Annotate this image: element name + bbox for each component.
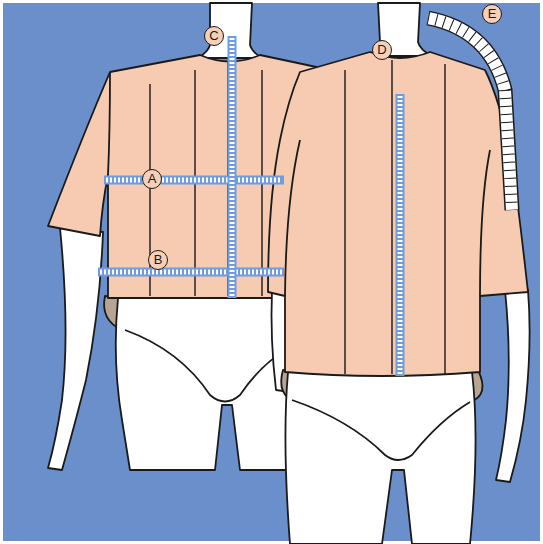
measuring-tapes bbox=[98, 18, 512, 376]
right-mannequin bbox=[268, 3, 530, 544]
callout-letter: C bbox=[204, 26, 224, 46]
callout-letter: D bbox=[372, 40, 392, 60]
callout-letter: A bbox=[142, 169, 162, 189]
callout-letter: E bbox=[482, 4, 502, 24]
callout-letter: B bbox=[148, 250, 168, 270]
